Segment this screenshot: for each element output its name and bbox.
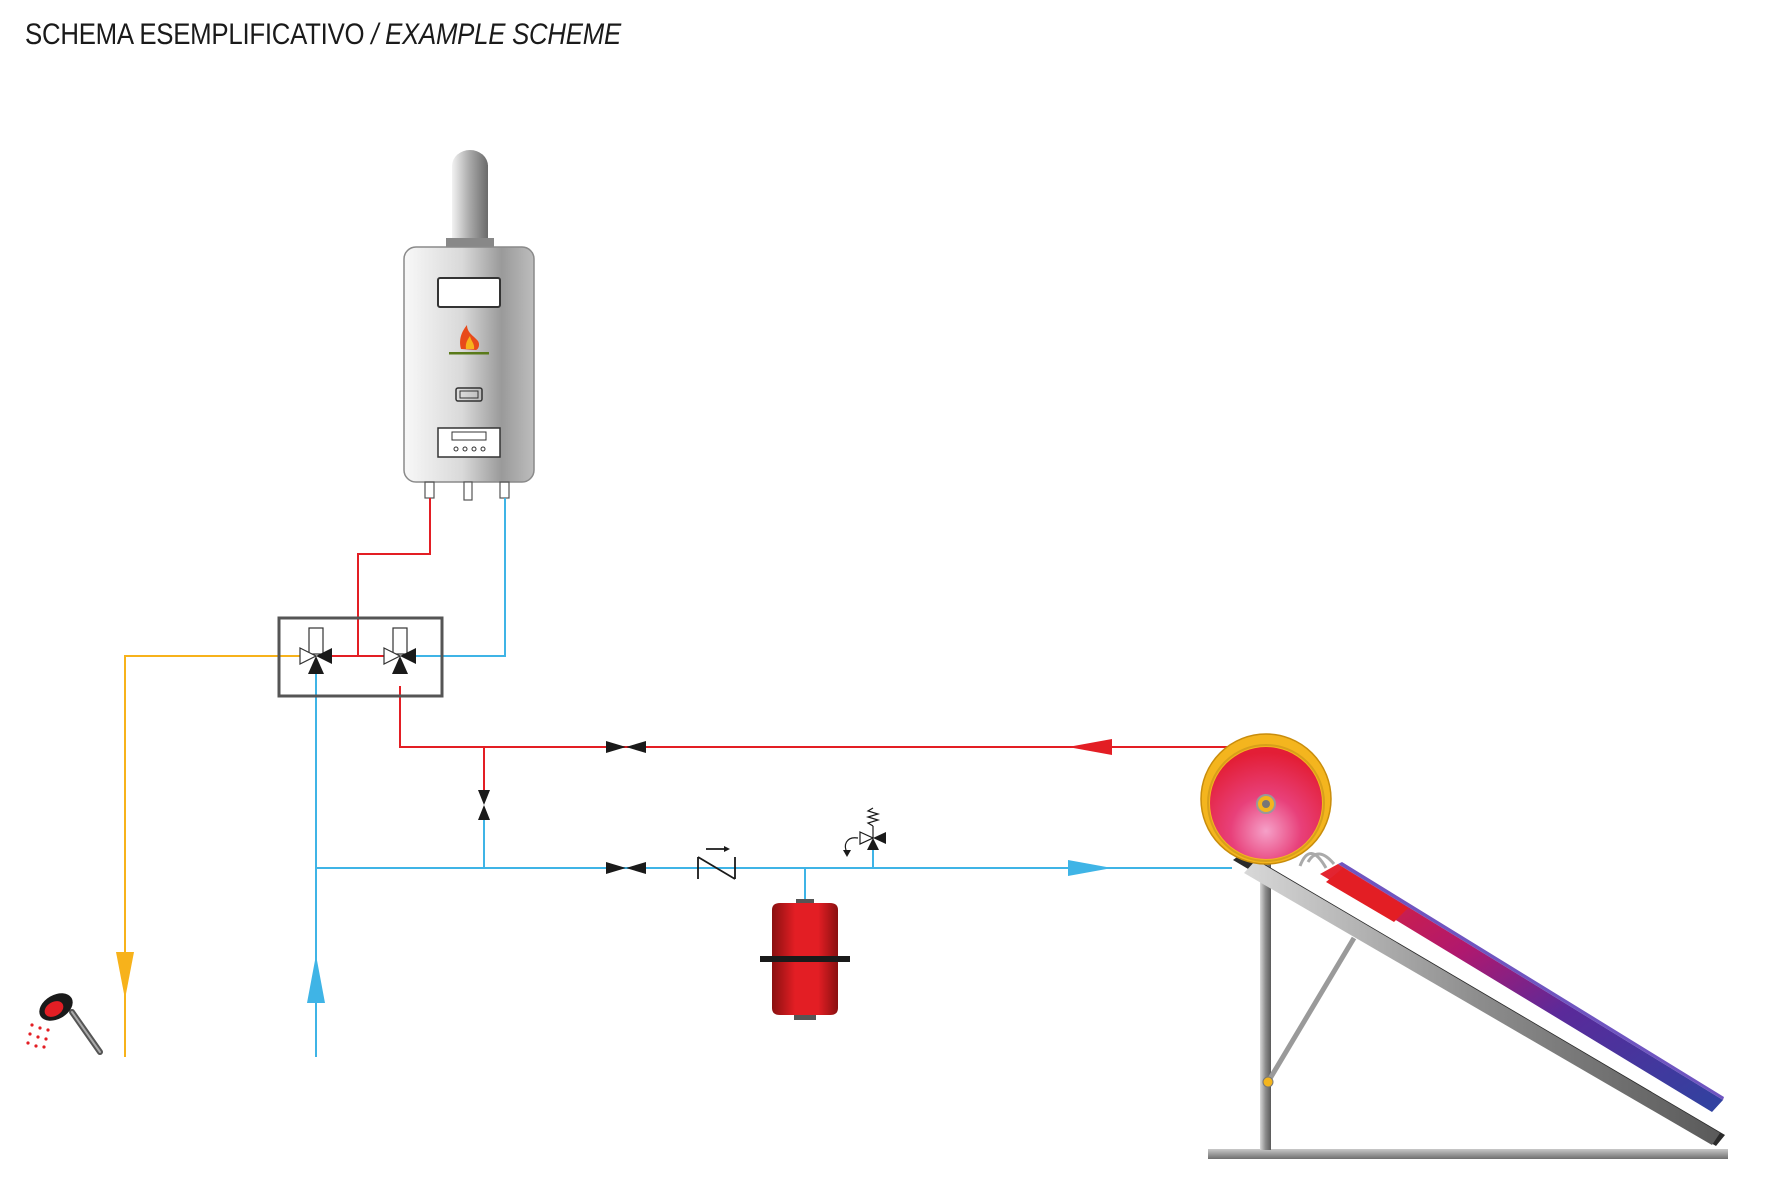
ball-valve-icon <box>606 862 646 874</box>
thermostatic-mixing-valve-icon <box>299 627 332 674</box>
expansion-vessel-icon <box>760 899 850 1020</box>
solar-collector-icon <box>1208 820 1728 1159</box>
safety-valve-icon <box>843 807 886 857</box>
solar-tank-icon <box>1200 733 1332 865</box>
shower-head-icon <box>26 993 103 1055</box>
hot-water-pipes <box>324 498 1232 790</box>
check-valve-icon <box>697 846 736 880</box>
mixed-water-pipes <box>124 655 300 1057</box>
title-main: SCHEMA ESEMPLIFICATIVO <box>25 18 365 51</box>
title-sub: / EXAMPLE SCHEME <box>371 18 621 51</box>
thermostatic-mixing-valve-icon <box>383 627 416 674</box>
flame-logo-icon <box>449 325 489 355</box>
thermostatic-mixing-valve-box <box>277 616 444 698</box>
boiler-icon <box>403 150 535 501</box>
page-title: SCHEMA ESEMPLIFICATIVO / EXAMPLE SCHEME <box>25 18 621 52</box>
ball-valve-icon <box>606 741 646 753</box>
ball-valve-icon <box>478 790 490 820</box>
flow-arrow-icon <box>116 739 1112 1003</box>
